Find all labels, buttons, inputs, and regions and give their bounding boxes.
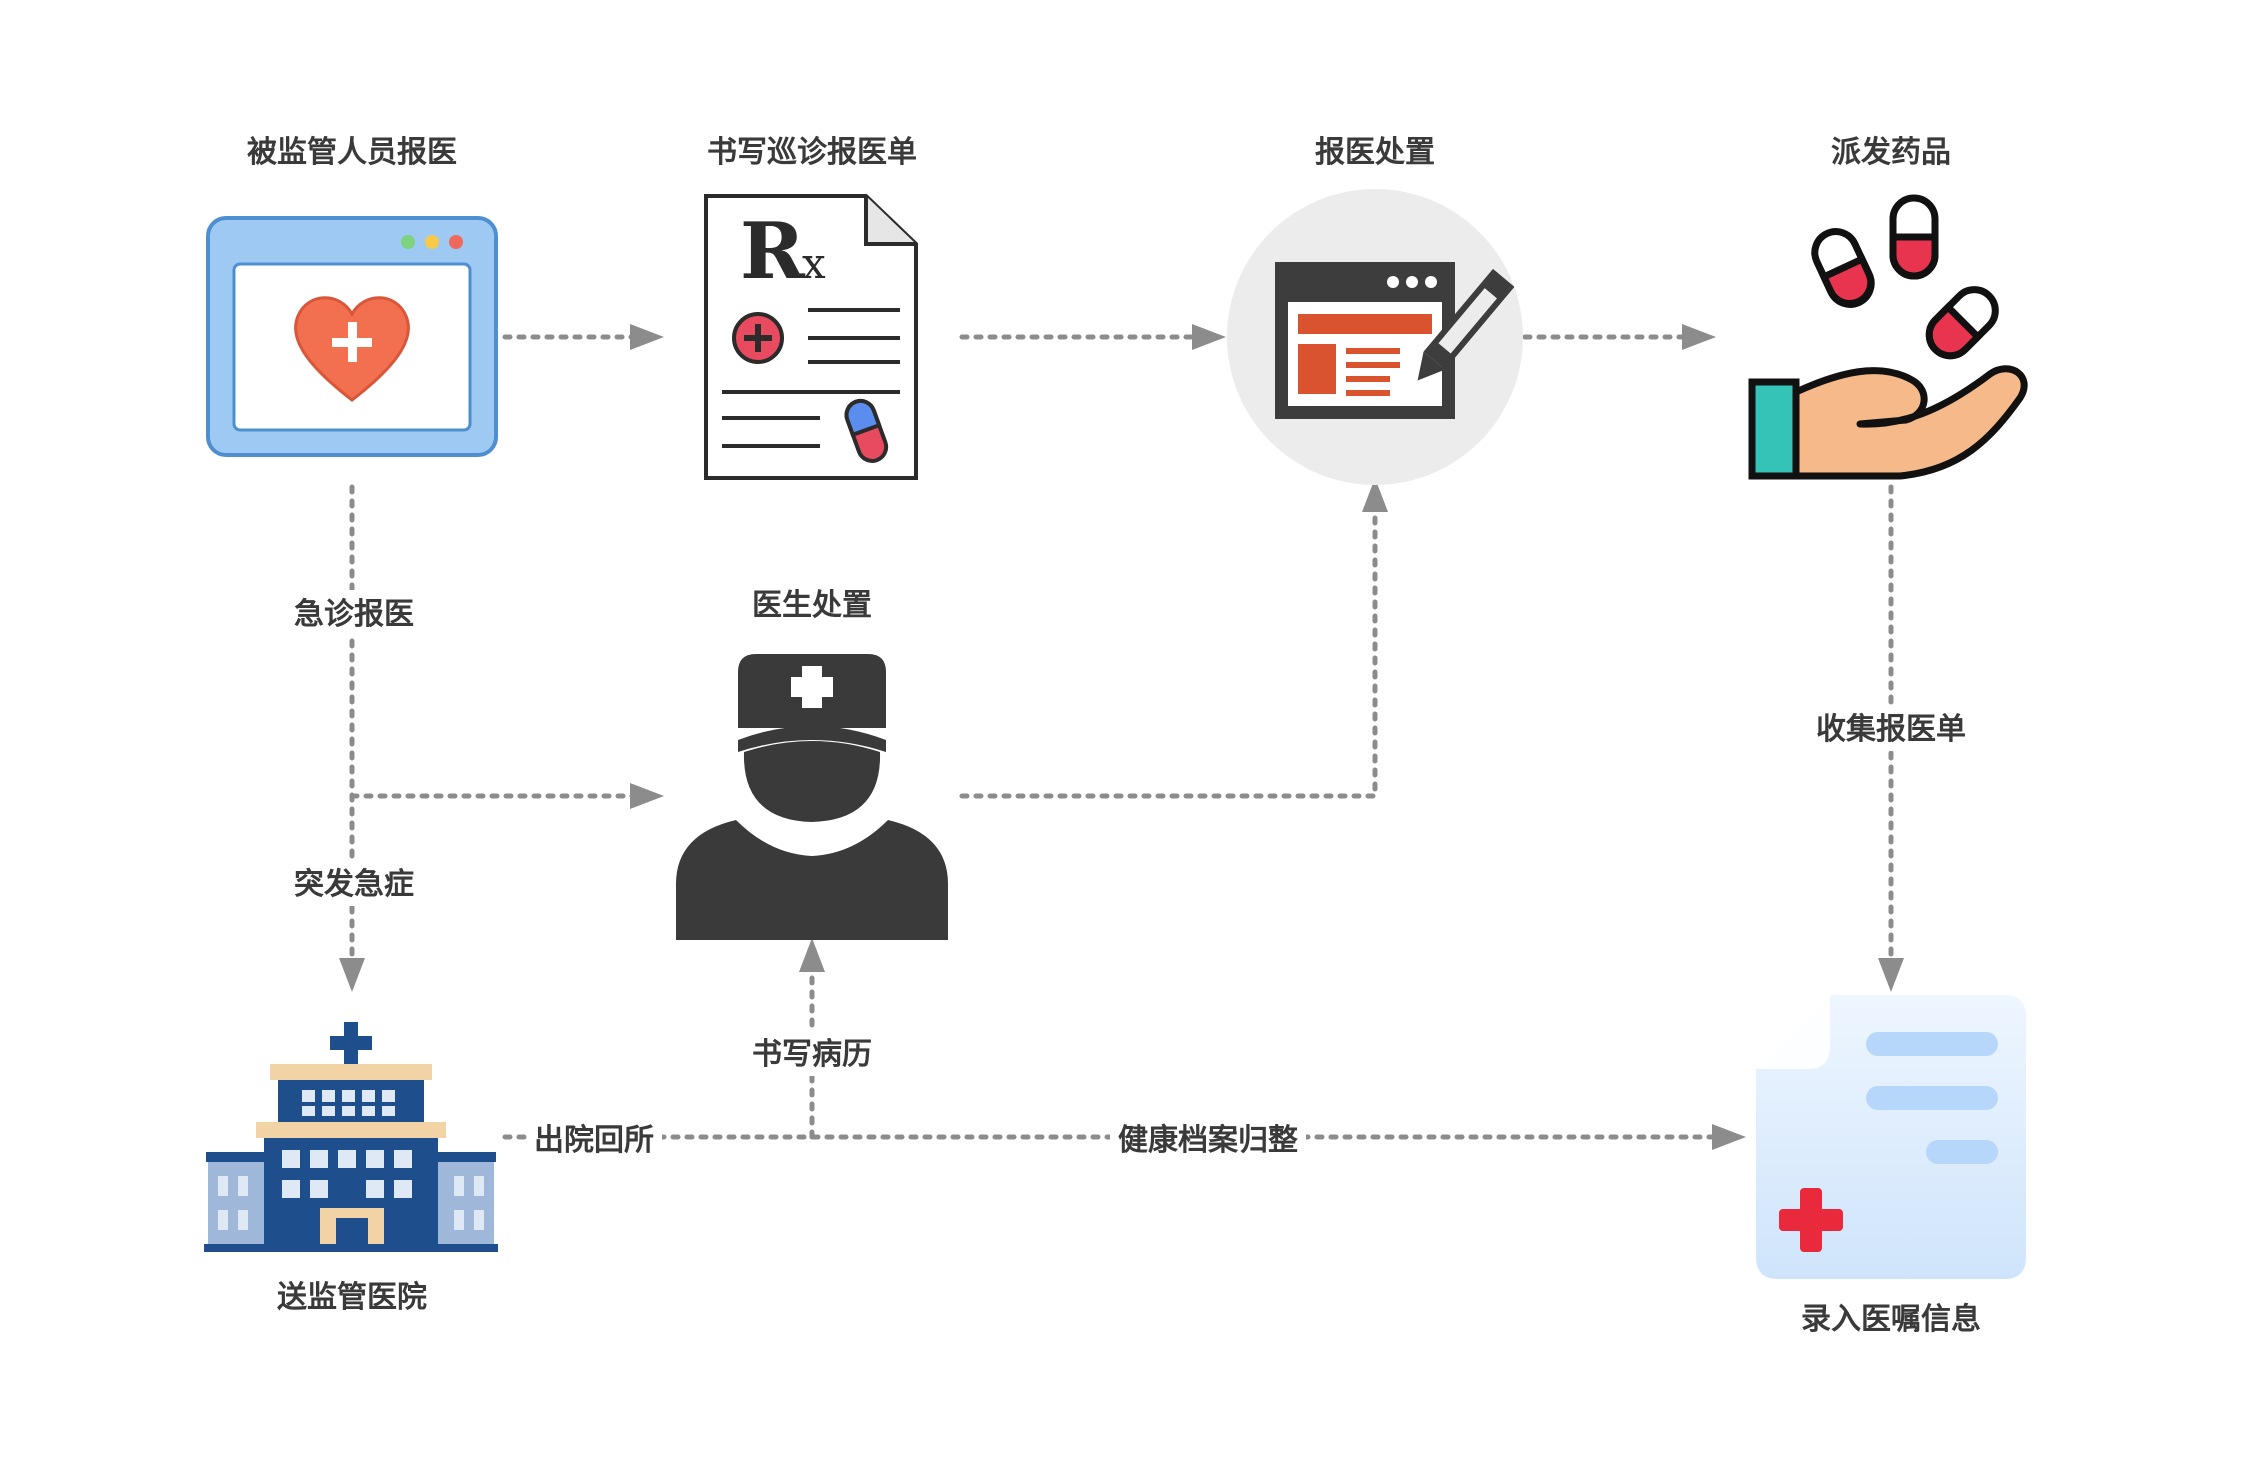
edge-label-write-record: 书写病历 (752, 1037, 872, 1072)
node-dispense: 派发药品 (1748, 135, 2028, 480)
svg-text:x: x (802, 239, 826, 288)
edge-label-archive: 健康档案归整 (1118, 1123, 1298, 1158)
node-record: 录入医嘱信息 (1756, 995, 2026, 1337)
edge-label-emergency-report: 急诊报医 (294, 597, 414, 632)
node-report: 被监管人员报医 (206, 135, 498, 457)
node-handling-label: 报医处置 (1315, 135, 1435, 170)
node-prescription-label: 书写巡诊报医单 (707, 135, 917, 170)
edge-doctor-to-handling (959, 478, 1388, 799)
svg-text:R: R (740, 206, 806, 297)
doctor-icon (676, 654, 948, 940)
edge-labels: 急诊报医 突发急症 收集报医单 书写病历 出院回所 健康档案归整 (285, 590, 1977, 1163)
prescription-icon: R x (704, 194, 918, 480)
web-form-edit-icon (1227, 189, 1523, 485)
medical-record-icon (1756, 995, 2026, 1279)
node-dispense-label: 派发药品 (1831, 135, 1951, 170)
edge-label-collect-forms: 收集报医单 (1816, 712, 1966, 747)
node-record-label: 录入医嘱信息 (1801, 1302, 1981, 1337)
edge-label-discharge: 出院回所 (534, 1123, 654, 1158)
edge-report-to-prescription (502, 324, 664, 350)
node-report-label: 被监管人员报医 (247, 135, 457, 170)
node-prescription: 书写巡诊报医单 R x (704, 135, 918, 480)
edge-report-to-hospital (339, 484, 365, 992)
hand-pills-icon (1748, 194, 2028, 480)
edge-label-sudden-illness: 突发急症 (294, 867, 414, 902)
edge-emergency-to-doctor (349, 783, 664, 809)
edges (339, 324, 1904, 1150)
browser-heart-icon (206, 216, 498, 457)
node-doctor-label: 医生处置 (752, 588, 872, 623)
node-doctor: 医生处置 (676, 588, 948, 940)
edge-handling-to-dispense (1522, 324, 1716, 350)
node-handling: 报医处置 (1227, 135, 1523, 485)
node-hospital: 送监管医院 (204, 1022, 498, 1315)
hospital-icon (204, 1022, 498, 1252)
edge-prescription-to-handling (959, 324, 1226, 350)
node-hospital-label: 送监管医院 (277, 1280, 427, 1315)
